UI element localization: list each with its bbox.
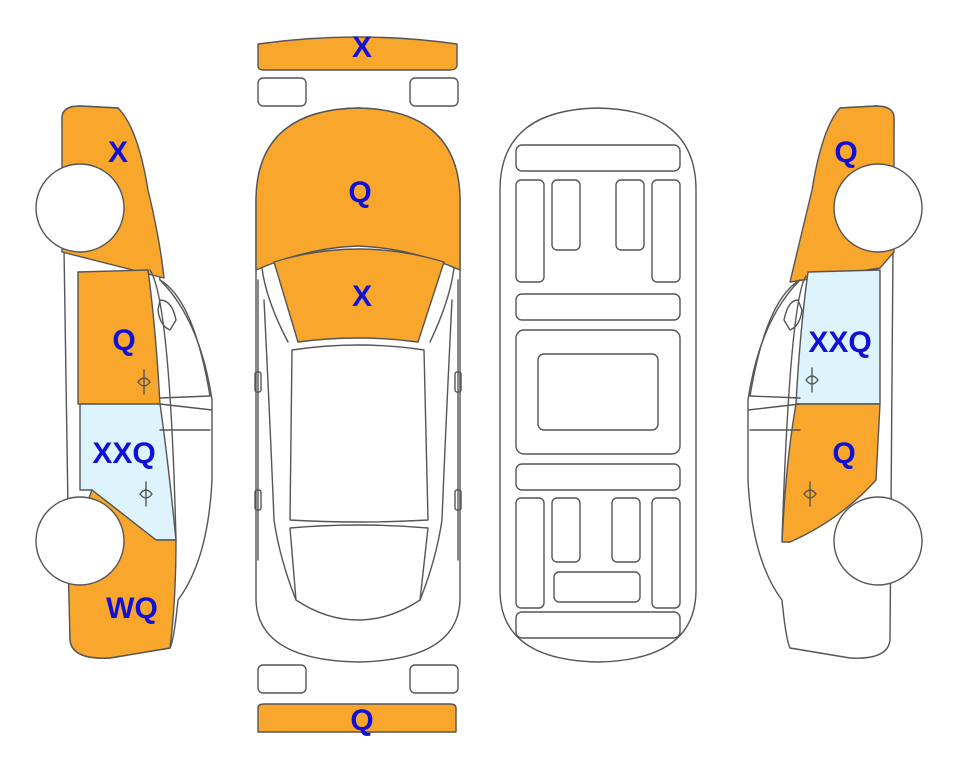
underbody-block [651,497,681,609]
right-rear-door-label: Q [832,437,855,470]
rear-bumper-label: Q [350,704,373,737]
rear-right-lamp [409,664,459,694]
hood-label: Q [348,176,371,209]
hood-panel[interactable] [255,107,461,271]
left-pillar-lines [257,267,297,601]
front-bumper-label: X [352,31,372,64]
underbody-block [615,179,645,251]
underbody-bar [515,293,681,321]
underbody-block [611,497,641,563]
left-rear-door-glass-label: XXQ [92,437,155,470]
underbody-bar [515,463,681,491]
underbody-block [551,497,581,563]
left-front-door-label: Q [112,324,135,357]
left-side-view [35,105,213,659]
right-door-handle-rear [803,481,817,507]
windshield-panel[interactable] [273,248,445,343]
rear-bumper-panel[interactable] [257,703,457,733]
top-left-mirror [254,371,262,393]
front-bumper-panel[interactable] [257,36,458,71]
right-front-door-glass-label: XXQ [808,326,871,359]
rear-window-outline [289,524,429,621]
left-front-wheel [35,163,125,253]
right-window-lines [747,275,807,541]
top-left-handle [254,489,262,511]
right-front-wheel [833,163,923,253]
underbody-rear-plate [553,571,641,603]
right-rear-door-panel[interactable] [781,403,881,543]
front-left-lamp [257,77,307,107]
underbody-rear-bar [515,611,681,639]
underbody-front-bar [515,144,681,172]
right-side-view [747,105,923,659]
underbody-block [651,179,681,283]
underbody-outline [499,107,697,663]
right-pillar-lines [419,267,459,601]
underbody-frame [515,329,681,455]
left-rear-quarter-label: WQ [106,592,158,625]
rear-left-lamp [257,664,307,694]
left-door-handle-rear [139,481,153,507]
right-rear-wheel [833,496,923,586]
front-right-lamp [409,77,459,107]
right-front-fender-label: Q [834,136,857,169]
left-front-fender-label: X [108,136,128,169]
underbody-view [499,107,697,663]
roof-outline [289,344,429,523]
windshield-label: X [352,280,372,313]
underbody-block [551,179,581,251]
underbody-center-panel [537,353,659,431]
underbody-block [515,179,545,283]
left-door-handle-front [137,369,151,395]
top-right-handle [454,489,462,511]
underbody-block [515,497,545,609]
left-rear-wheel [35,496,125,586]
right-door-handle-front [805,367,819,393]
top-right-mirror [454,371,462,393]
left-window-lines [149,269,213,541]
top-view [254,36,462,733]
